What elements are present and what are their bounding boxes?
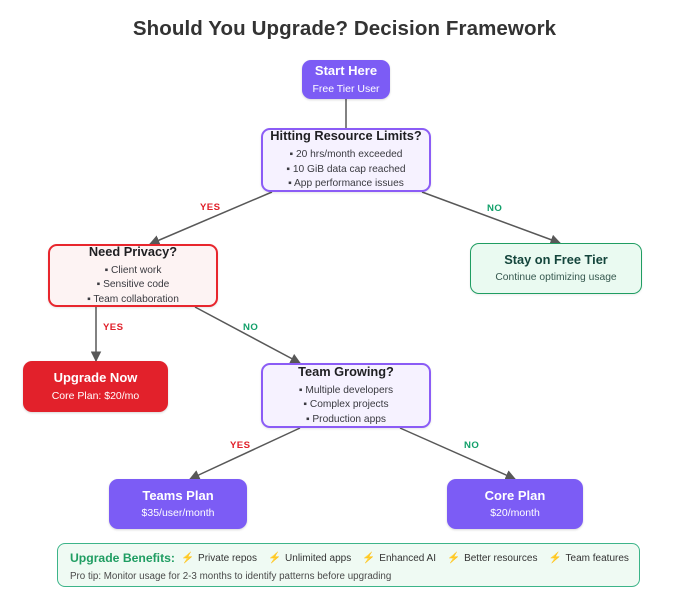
edge-label-limits-yes: YES (200, 202, 221, 213)
bullet-item: ▪ Multiple developers (299, 384, 393, 398)
bullet-text: Production apps (312, 413, 387, 425)
bullet-text: Team collaboration (93, 293, 179, 305)
pro-tip-text: Pro tip: Monitor usage for 2-3 months to… (70, 571, 392, 582)
node-limits-bullets: ▪ 20 hrs/month exceeded ▪ 10 GiB data ca… (286, 148, 405, 191)
node-privacy-title: Need Privacy? (88, 243, 178, 259)
bullet-marker: ▪ (305, 413, 313, 425)
bullet-item: ▪ Complex projects (299, 398, 393, 412)
lightning-bolt-icon: ⚡ (362, 551, 376, 564)
lightning-bolt-icon: ⚡ (180, 551, 195, 564)
node-free-tier-title: Stay on Free Tier (504, 252, 608, 268)
bullet-marker: ▪ (289, 149, 296, 161)
node-start-title: Start Here (314, 63, 378, 79)
node-team-bullets: ▪ Multiple developers ▪ Complex projects… (299, 384, 393, 427)
bullet-item: ▪ Client work (87, 264, 179, 278)
bullet-text: App performance issues (294, 178, 404, 190)
edge-label-privacy-yes: YES (103, 322, 124, 333)
node-privacy-bullets: ▪ Client work ▪ Sensitive code ▪ Team co… (87, 264, 179, 307)
lightning-bolt-icon: ⚡ (447, 551, 461, 564)
node-teams-plan[interactable]: Teams Plan $35/user/month (109, 479, 247, 529)
node-teams-plan-title: Teams Plan (142, 487, 214, 503)
node-upgrade-now[interactable]: Upgrade Now Core Plan: $20/mo (23, 361, 168, 412)
benefit-label: Private repos (198, 552, 257, 564)
benefit-label: Unlimited apps (285, 552, 352, 564)
edge-team-no (399, 427, 516, 480)
node-limits-title: Hitting Resource Limits? (270, 128, 422, 144)
bullet-text: Multiple developers (305, 384, 394, 396)
bullet-marker: ▪ (303, 399, 310, 411)
bullet-text: 20 hrs/month exceeded (295, 149, 403, 161)
benefit-label: Enhanced AI (379, 552, 436, 564)
lightning-bolt-icon: ⚡ (548, 551, 562, 564)
benefit-label: Team features (565, 552, 629, 564)
edge-limits-yes (149, 191, 273, 246)
node-core-plan-title: Core Plan (484, 487, 546, 503)
edge-label-limits-no: NO (487, 203, 503, 214)
node-need-privacy[interactable]: Need Privacy? ▪ Client work ▪ Sensitive … (48, 244, 218, 307)
benefit-item: ⚡ Private repos (181, 553, 257, 564)
bullet-item: ▪ Sensitive code (87, 278, 179, 292)
node-core-plan-price: $20/month (490, 507, 540, 520)
node-hitting-resource-limits[interactable]: Hitting Resource Limits? ▪ 20 hrs/month … (261, 128, 431, 192)
edge-label-team-no: NO (464, 440, 480, 451)
bullet-marker: ▪ (104, 264, 112, 276)
benefit-item: ⚡ Better resources (447, 553, 537, 564)
node-upgrade-title: Upgrade Now (53, 369, 138, 385)
bullet-marker: ▪ (298, 384, 306, 396)
edge-team-yes (189, 427, 301, 480)
node-core-plan[interactable]: Core Plan $20/month (447, 479, 583, 529)
benefits-label: Upgrade Benefits: (70, 551, 175, 565)
node-team-title: Team Growing? (298, 363, 394, 379)
node-start-here[interactable]: Start Here Free Tier User (302, 60, 390, 99)
edge-label-team-yes: YES (230, 440, 251, 451)
bullet-marker: ▪ (87, 293, 94, 305)
node-team-growing[interactable]: Team Growing? ▪ Multiple developers ▪ Co… (261, 363, 431, 428)
edge-limits-no (421, 191, 561, 245)
node-start-subtitle: Free Tier User (312, 82, 380, 95)
bullet-marker: ▪ (286, 163, 293, 175)
edge-label-privacy-no: NO (243, 322, 259, 333)
bullet-item: ▪ 20 hrs/month exceeded (286, 148, 405, 162)
lightning-bolt-icon: ⚡ (267, 551, 282, 564)
edge-privacy-no (194, 306, 301, 364)
bullet-text: Complex projects (309, 399, 389, 411)
bullet-item: ▪ Team collaboration (87, 293, 179, 307)
upgrade-benefits-bar: Upgrade Benefits: ⚡ Private repos ⚡ Unli… (57, 543, 640, 587)
bullet-text: Sensitive code (103, 279, 170, 291)
node-upgrade-subtitle: Core Plan: $20/mo (51, 390, 140, 403)
bullet-item: ▪ App performance issues (286, 177, 405, 191)
bullet-item: ▪ Production apps (299, 413, 393, 427)
benefit-item: ⚡ Team features (548, 553, 628, 564)
node-free-tier-subtitle: Continue optimizing usage (495, 272, 617, 284)
bullet-text: 10 GiB data cap reached (292, 163, 406, 175)
bullet-text: Client work (111, 264, 162, 276)
page-title: Should You Upgrade? Decision Framework (132, 17, 557, 40)
node-teams-plan-price: $35/user/month (141, 507, 215, 520)
benefit-item: ⚡ Enhanced AI (362, 553, 436, 564)
node-stay-on-free-tier[interactable]: Stay on Free Tier Continue optimizing us… (470, 243, 642, 294)
bullet-marker: ▪ (288, 178, 294, 190)
benefit-item: ⚡ Unlimited apps (268, 553, 351, 564)
bullet-item: ▪ 10 GiB data cap reached (286, 163, 405, 177)
benefit-label: Better resources (464, 552, 538, 564)
bullet-marker: ▪ (96, 279, 104, 291)
benefits-row: Upgrade Benefits: ⚡ Private repos ⚡ Unli… (70, 551, 629, 565)
